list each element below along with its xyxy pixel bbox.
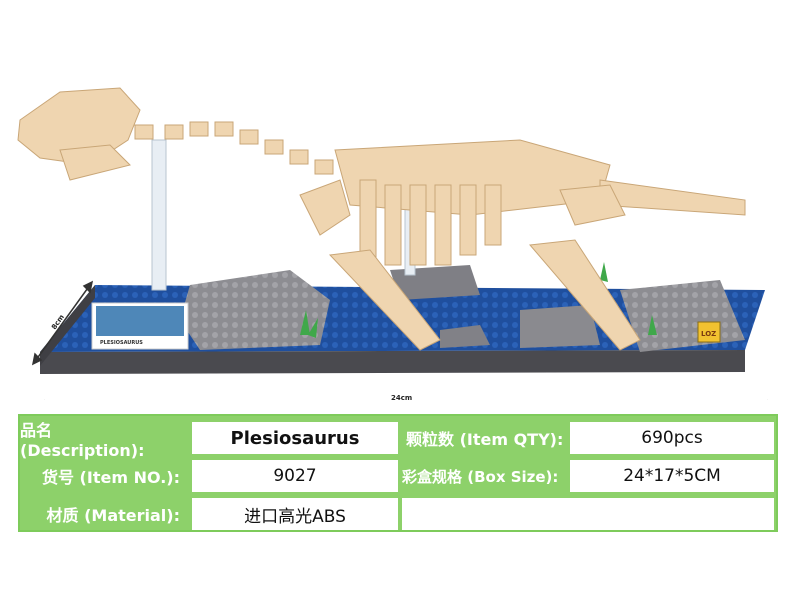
sign-text: LOZ xyxy=(701,330,716,338)
seaweed xyxy=(300,262,657,338)
description-value: Plesiosaurus xyxy=(192,422,398,454)
description-label: 品名 (Description): xyxy=(20,420,145,460)
material-label: 材质 (Material): xyxy=(46,506,180,525)
item-no-value: 9027 xyxy=(192,460,398,492)
empty-cell xyxy=(402,498,774,530)
item-no-label: 货号 (Item NO.): xyxy=(41,468,180,487)
depth-dimension xyxy=(31,280,94,366)
skeleton xyxy=(17,87,746,351)
product-photo: PLESIOSAURUS LOZ xyxy=(17,87,768,400)
box-size-label: 彩盒规格 (Box Size): xyxy=(402,467,559,486)
card-label: PLESIOSAURUS xyxy=(100,340,143,346)
spec-table: 品名 (Description): Plesiosaurus 货号 (Item … xyxy=(18,414,778,532)
display-card: PLESIOSAURUS xyxy=(91,302,189,350)
box-size-value: 24*17*5CM xyxy=(570,460,774,492)
qty-label: 颗粒数 (Item QTY): xyxy=(406,430,564,449)
width-label: 24cm xyxy=(391,394,412,400)
material-value: 进口高光ABS xyxy=(192,498,398,530)
sign-tile: LOZ xyxy=(697,321,721,343)
rock-formations xyxy=(180,265,745,352)
qty-value: 690pcs xyxy=(570,422,774,454)
